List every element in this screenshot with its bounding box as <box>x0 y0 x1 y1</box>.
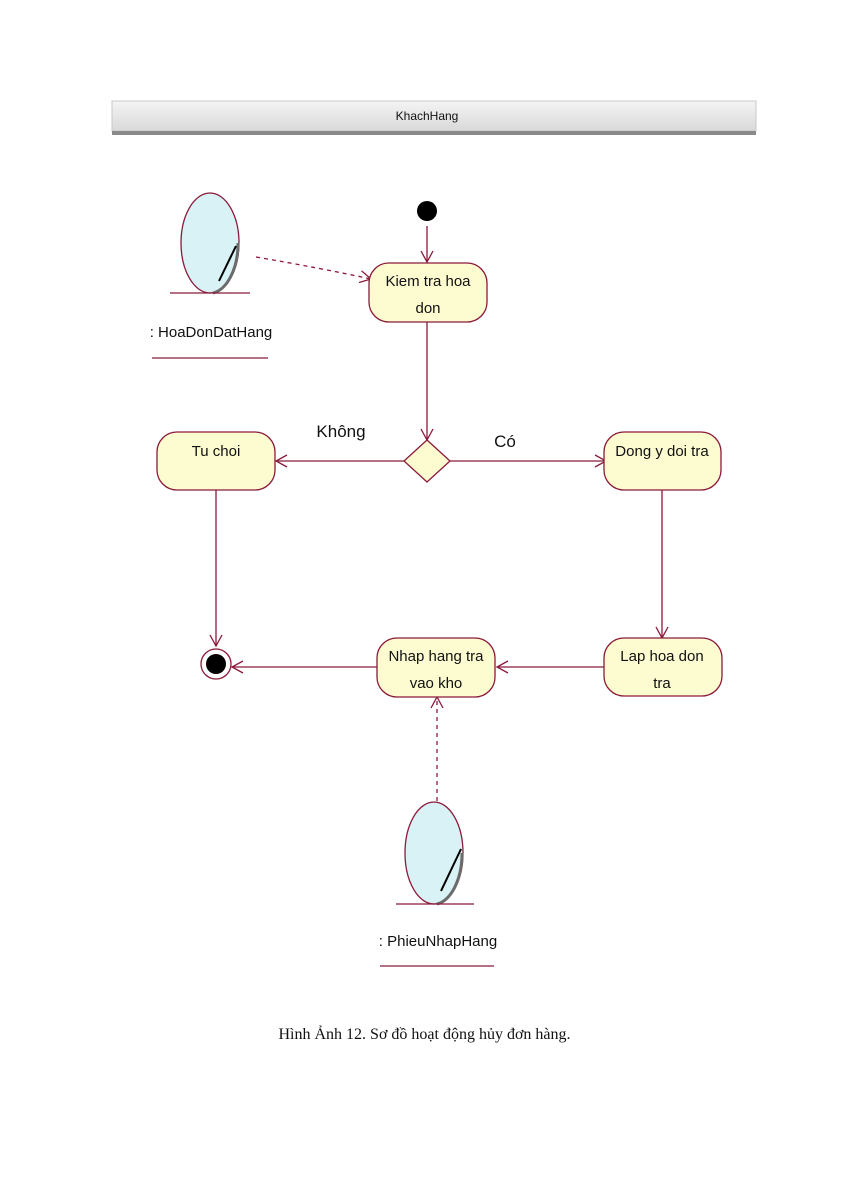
activity-reject-label: Tu choi <box>192 443 241 460</box>
object-flow-order-invoice <box>255 256 373 284</box>
activity-restock: Nhap hang tra vao kho <box>376 637 496 698</box>
activity-create-return-invoice-line1: Lap hoa don <box>620 648 703 665</box>
guard-no: Không <box>316 422 365 441</box>
object-receipt-note: : PhieuNhapHang <box>379 801 497 967</box>
object-receipt-note-label: : PhieuNhapHang <box>379 933 497 950</box>
object-order-invoice-label: : HoaDonDatHang <box>150 324 273 341</box>
guard-yes: Có <box>494 432 516 451</box>
object-order-invoice: : HoaDonDatHang <box>150 192 273 359</box>
activity-approve-return: Dong y doi tra <box>603 431 722 491</box>
final-node <box>200 648 232 680</box>
decision-node <box>403 439 451 483</box>
initial-node <box>417 201 437 221</box>
activity-create-return-invoice-line2: tra <box>653 675 671 692</box>
activity-check-invoice-line1: Kiem tra hoa <box>385 273 471 290</box>
figure-caption: Hình Ảnh 12. Sơ đồ hoạt động hủy đơn hàn… <box>278 1026 571 1043</box>
activity-create-return-invoice: Lap hoa don tra <box>603 637 723 697</box>
swimlane-title: KhachHang <box>396 109 459 123</box>
connectors <box>209 226 669 801</box>
swimlane-header: KhachHang <box>111 100 757 135</box>
activity-restock-line2: vao kho <box>410 675 463 692</box>
activity-approve-return-label: Dong y doi tra <box>615 443 709 460</box>
activity-restock-line1: Nhap hang tra <box>388 648 484 665</box>
activity-check-invoice: Kiem tra hoa don <box>368 262 488 323</box>
activity-check-invoice-line2: don <box>415 300 440 317</box>
activity-reject: Tu choi <box>156 431 276 491</box>
